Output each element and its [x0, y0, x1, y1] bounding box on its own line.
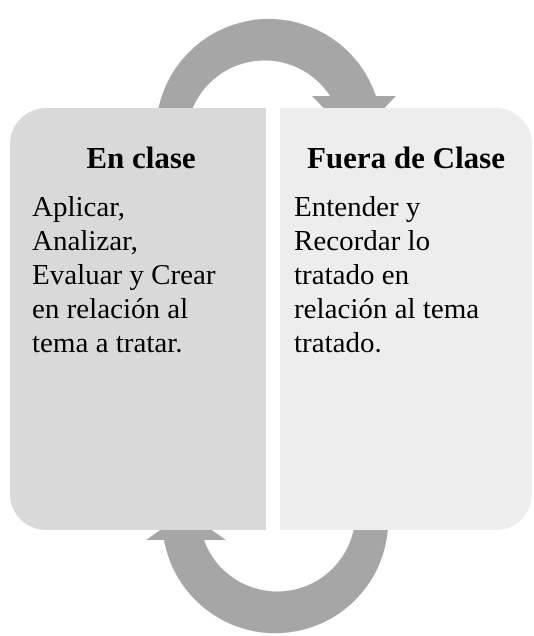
panel-line: tema a tratar. [32, 327, 183, 359]
panel-title-fuera-de-clase: Fuera de Clase [306, 140, 506, 175]
bottom-cycle-arrow [146, 512, 388, 634]
panel-line: Evaluar y Crear [32, 259, 216, 291]
panel-title-en-clase: En clase [86, 140, 196, 175]
panel-line: en relación al [32, 293, 189, 325]
panel-body-fuera-de-clase: Entender y Recordar lo tratado en relaci… [280, 190, 532, 360]
panel-fuera-de-clase: Fuera de Clase Entender y Recordar lo tr… [280, 108, 532, 530]
panel-line: Analizar, [32, 225, 138, 257]
panel-line: Recordar lo [294, 225, 431, 257]
top-arrow-body [158, 18, 376, 111]
panel-line: Entender y [294, 191, 421, 223]
panel-en-clase: En clase Aplicar, Analizar, Evaluar y Cr… [10, 108, 266, 530]
panel-line: Aplicar, [32, 191, 126, 223]
panel-body-en-clase: Aplicar, Analizar, Evaluar y Crear en re… [10, 190, 266, 360]
panel-line: relación al tema [294, 293, 480, 325]
panel-line: tratado. [294, 327, 382, 359]
panel-line: tratado en [294, 259, 410, 291]
bottom-arrow-body [164, 528, 388, 634]
